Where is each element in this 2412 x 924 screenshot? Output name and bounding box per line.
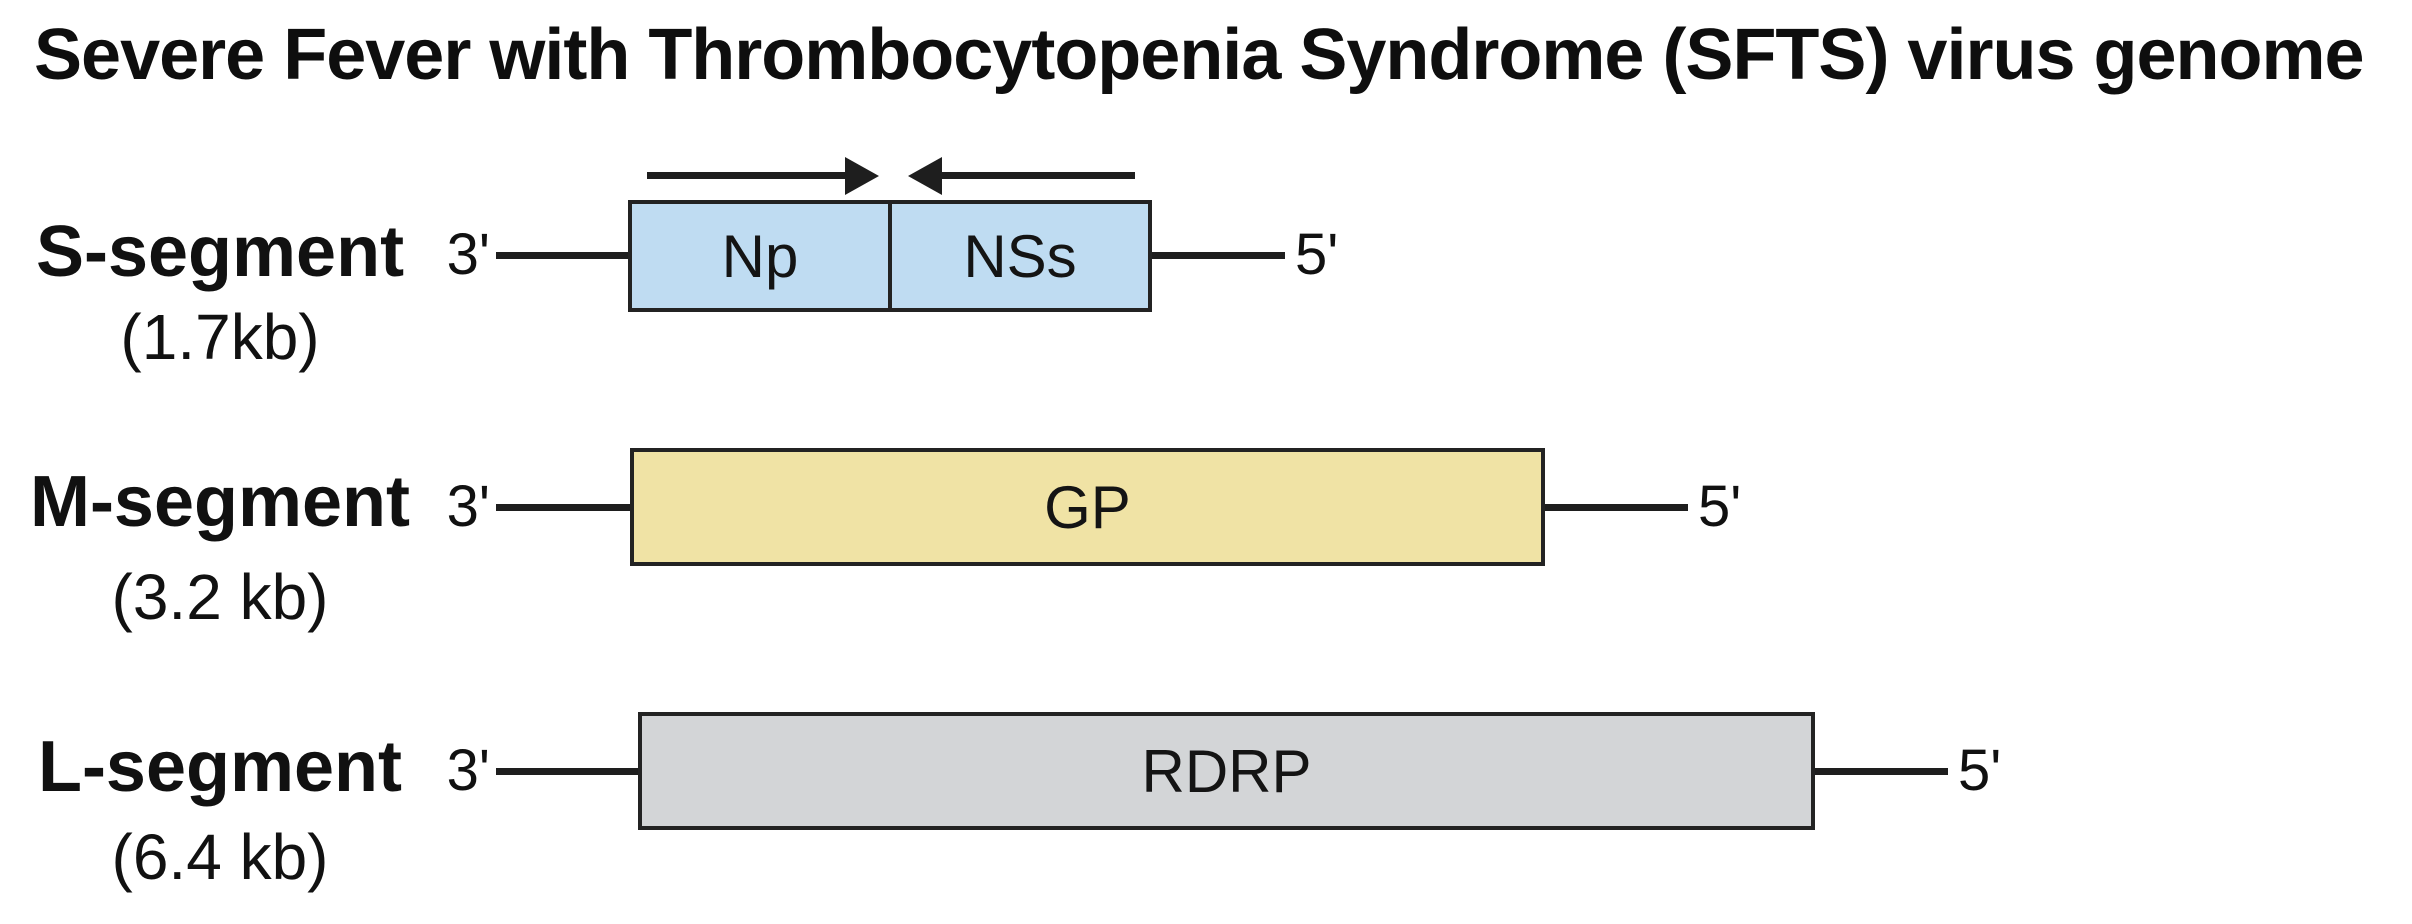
gene-box-l: RDRP (638, 712, 1815, 830)
rna-line-left-m (496, 504, 632, 511)
segment-size-m: (3.2 kb) (111, 561, 329, 633)
gene-label-rdrp: RDRP (1141, 737, 1312, 805)
three-prime-label-m: 3' (446, 474, 490, 539)
transcription-arrow-left-icon (942, 172, 1135, 179)
rna-line-left-l (496, 768, 640, 775)
gene-box-m: GP (630, 448, 1545, 566)
five-prime-label-s: 5' (1295, 222, 1339, 287)
gene-label-np: Np (721, 222, 799, 290)
transcription-arrow-right-icon (647, 172, 847, 179)
transcription-arrow-right-head-icon (845, 157, 879, 195)
transcription-arrow-left-head-icon (908, 157, 942, 195)
segment-size-s: (1.7kb) (120, 301, 320, 373)
gene-label-nss: NSs (888, 204, 1148, 308)
gene-box-s: Np NSs (628, 200, 1152, 312)
three-prime-label-s: 3' (446, 222, 490, 287)
five-prime-label-m: 5' (1698, 474, 1742, 539)
segment-name-s: S-segment (35, 212, 405, 292)
five-prime-label-l: 5' (1958, 738, 2002, 803)
rna-line-left-s (496, 252, 630, 259)
rna-line-right-l (1815, 768, 1948, 775)
segment-size-l: (6.4 kb) (111, 821, 329, 893)
three-prime-label-l: 3' (446, 738, 490, 803)
segment-name-m: M-segment (29, 462, 411, 542)
rna-line-right-s (1152, 252, 1285, 259)
gene-label-gp: GP (1044, 473, 1131, 541)
diagram-title: Severe Fever with Thrombocytopenia Syndr… (34, 15, 2365, 95)
segment-name-l: L-segment (37, 727, 403, 807)
rna-line-right-m (1545, 504, 1688, 511)
